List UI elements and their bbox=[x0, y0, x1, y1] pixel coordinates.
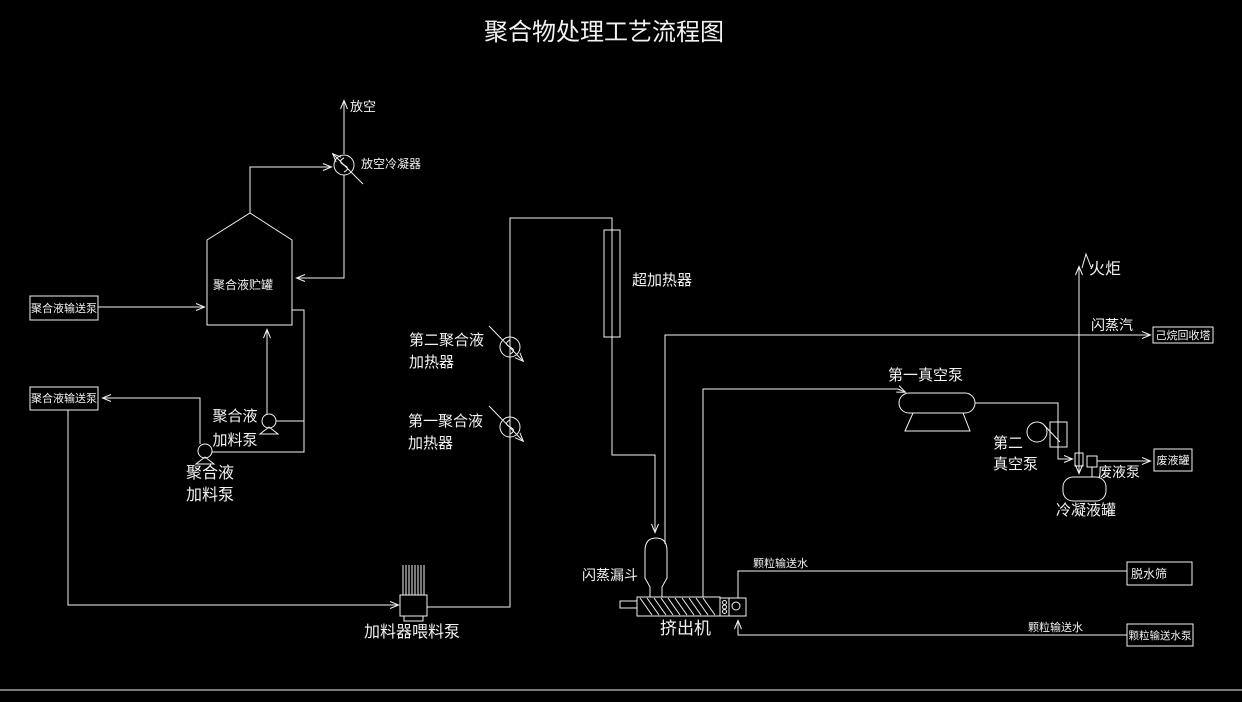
flash-hopper-label: 闪蒸漏斗 bbox=[582, 568, 638, 584]
extruder-screw-hatch-icon bbox=[639, 597, 716, 616]
feeder-pump-base bbox=[403, 615, 424, 622]
first-heater-utility-arrow bbox=[488, 405, 525, 443]
feed-pump-upper-base-icon bbox=[258, 426, 280, 435]
second-heater-label-2: 加热器 bbox=[409, 353, 454, 371]
die-hole-icon bbox=[722, 604, 727, 610]
superheater-shape bbox=[603, 229, 621, 338]
vent-condenser-assembly: 放空 放空冷凝器 bbox=[249, 99, 421, 282]
dewatering-screen-label: 脱水筛 bbox=[1131, 566, 1167, 581]
flash-steam-system: 闪蒸汽 己烷回收塔 火炬 bbox=[664, 252, 1214, 544]
die-hole-icon bbox=[722, 609, 727, 614]
second-heater-utility-arrow bbox=[488, 325, 525, 363]
waste-liquid-tank-box bbox=[1153, 448, 1193, 472]
feed-pump-lower-icon bbox=[197, 443, 213, 459]
tank-outlet-pipe bbox=[212, 309, 305, 453]
condenser-inlet-pipe bbox=[249, 163, 333, 213]
vent-label: 放空 bbox=[350, 100, 376, 115]
hexane-recovery-tower-box bbox=[1152, 326, 1214, 344]
feed-pump-lower-base-icon bbox=[194, 456, 216, 465]
flash-steam-pipe bbox=[664, 331, 1152, 544]
second-vacuum-pump-body bbox=[1049, 421, 1068, 448]
feeder-feed-pump-label: 加料器喂料泵 bbox=[364, 622, 460, 641]
transfer-pump-bottom-label: 聚合液输送泵 bbox=[31, 391, 97, 405]
polymer-storage-tank: 聚合液贮罐 bbox=[206, 212, 293, 326]
feeder-feed-pump: 加料器喂料泵 bbox=[364, 565, 460, 641]
storage-tank-shape bbox=[206, 212, 293, 326]
first-polymer-heater: 第一聚合液 加热器 bbox=[408, 405, 525, 452]
transfer-pump-top-box bbox=[29, 295, 99, 321]
superheater-label: 超加热器 bbox=[632, 271, 692, 289]
flash-steam-label: 闪蒸汽 bbox=[1091, 318, 1133, 334]
first-vacuum-pump-body bbox=[898, 392, 976, 414]
vacuum-suction-pipe bbox=[702, 385, 907, 597]
first-heater-icon bbox=[499, 416, 521, 438]
granule-water-pump-label: 颗粒输送水泵 bbox=[1129, 629, 1192, 642]
feeder-supply-pipe bbox=[67, 410, 400, 609]
second-vacuum-pump-label-2: 真空泵 bbox=[993, 455, 1038, 473]
second-heater-label-1: 第二聚合液 bbox=[409, 331, 484, 349]
polymer-transfer-pump-top: 聚合液输送泵 bbox=[29, 295, 206, 321]
first-heater-label-2: 加热器 bbox=[408, 434, 453, 452]
flare-tip-icon bbox=[1081, 252, 1092, 269]
granule-water-supply-pipe bbox=[734, 619, 1127, 636]
vacuum-system: 第一真空泵 第二 真空泵 bbox=[702, 366, 1074, 597]
transfer-pump-bottom-box bbox=[29, 386, 99, 411]
granule-water-out-label: 颗粒输送水 bbox=[753, 556, 808, 570]
condenser-utility-arrow bbox=[331, 152, 364, 185]
feed-pump-upper-icon bbox=[261, 413, 277, 429]
granule-out-pipe bbox=[737, 570, 1127, 598]
granule-water-loop: 颗粒输送水 脱水筛 颗粒输送水 颗粒输送水泵 bbox=[734, 556, 1194, 647]
second-heater-icon bbox=[499, 336, 521, 358]
vent-condenser-label: 放空冷凝器 bbox=[361, 156, 421, 171]
flare-label: 火炬 bbox=[1089, 259, 1121, 278]
polymer-transfer-pump-bottom: 聚合液输送泵 bbox=[29, 386, 99, 411]
condensate-return-pipe bbox=[295, 175, 345, 282]
second-polymer-heater: 第二聚合液 加热器 bbox=[409, 325, 525, 371]
feed-pump-lower-label-1: 聚合液 bbox=[186, 463, 234, 482]
dewatering-screen-box bbox=[1126, 561, 1193, 586]
feed-pump-upper-label-1: 聚合液 bbox=[212, 407, 257, 425]
condensate-tank-shape bbox=[1062, 476, 1107, 502]
extruder-shaft bbox=[619, 600, 638, 609]
feed-pump-upper-label-2: 加料泵 bbox=[212, 431, 257, 449]
granule-water-pump-box bbox=[1126, 623, 1194, 647]
feed-pump-lower-label-2: 加料泵 bbox=[186, 485, 234, 504]
waste-pump-icon bbox=[1086, 455, 1098, 468]
second-vacuum-pump-motor-icon bbox=[1026, 421, 1048, 443]
waste-liquid-pump-label: 废液泵 bbox=[1098, 465, 1140, 481]
condensate-system: 冷凝液罐 废液泵 废液罐 bbox=[1056, 448, 1193, 519]
pelletizer-cutter-icon bbox=[731, 601, 741, 611]
flash-hopper-shape bbox=[644, 537, 668, 597]
main-process-pipe bbox=[427, 217, 659, 608]
extruder-label: 挤出机 bbox=[660, 619, 711, 639]
second-vacuum-pump-label-1: 第二 bbox=[993, 434, 1023, 452]
condensate-tank-label: 冷凝液罐 bbox=[1056, 501, 1116, 519]
first-heater-label-1: 第一聚合液 bbox=[408, 412, 483, 430]
second-vacuum-pump-link bbox=[1043, 424, 1061, 443]
diagram-title: 聚合物处理工艺流程图 bbox=[484, 18, 724, 46]
die-hole-icon bbox=[722, 600, 727, 605]
storage-tank-label: 聚合液贮罐 bbox=[213, 277, 273, 292]
vacuum-discharge-pipe bbox=[975, 402, 1074, 463]
first-vacuum-pump-label: 第一真空泵 bbox=[888, 366, 963, 384]
first-vacuum-pump-base bbox=[904, 412, 971, 432]
superheater: 超加热器 bbox=[603, 229, 692, 338]
flash-hopper: 闪蒸漏斗 bbox=[582, 537, 668, 597]
feeder-pump-body bbox=[399, 594, 428, 617]
feed-pump-lower-discharge bbox=[101, 394, 201, 444]
extruder: 挤出机 bbox=[619, 596, 747, 639]
pelletizer-box bbox=[728, 597, 747, 617]
hexane-recovery-tower-label: 己烷回收塔 bbox=[1156, 328, 1211, 342]
granule-water-supply-label: 颗粒输送水 bbox=[1028, 620, 1083, 634]
feeder-motor-fins-icon bbox=[402, 565, 425, 595]
transfer-pump-top-label: 聚合液输送泵 bbox=[31, 301, 97, 315]
tank-bottom-circuit: 聚合液 加料泵 聚合液 加料泵 bbox=[101, 309, 305, 504]
waste-liquid-tank-label: 废液罐 bbox=[1157, 453, 1190, 467]
